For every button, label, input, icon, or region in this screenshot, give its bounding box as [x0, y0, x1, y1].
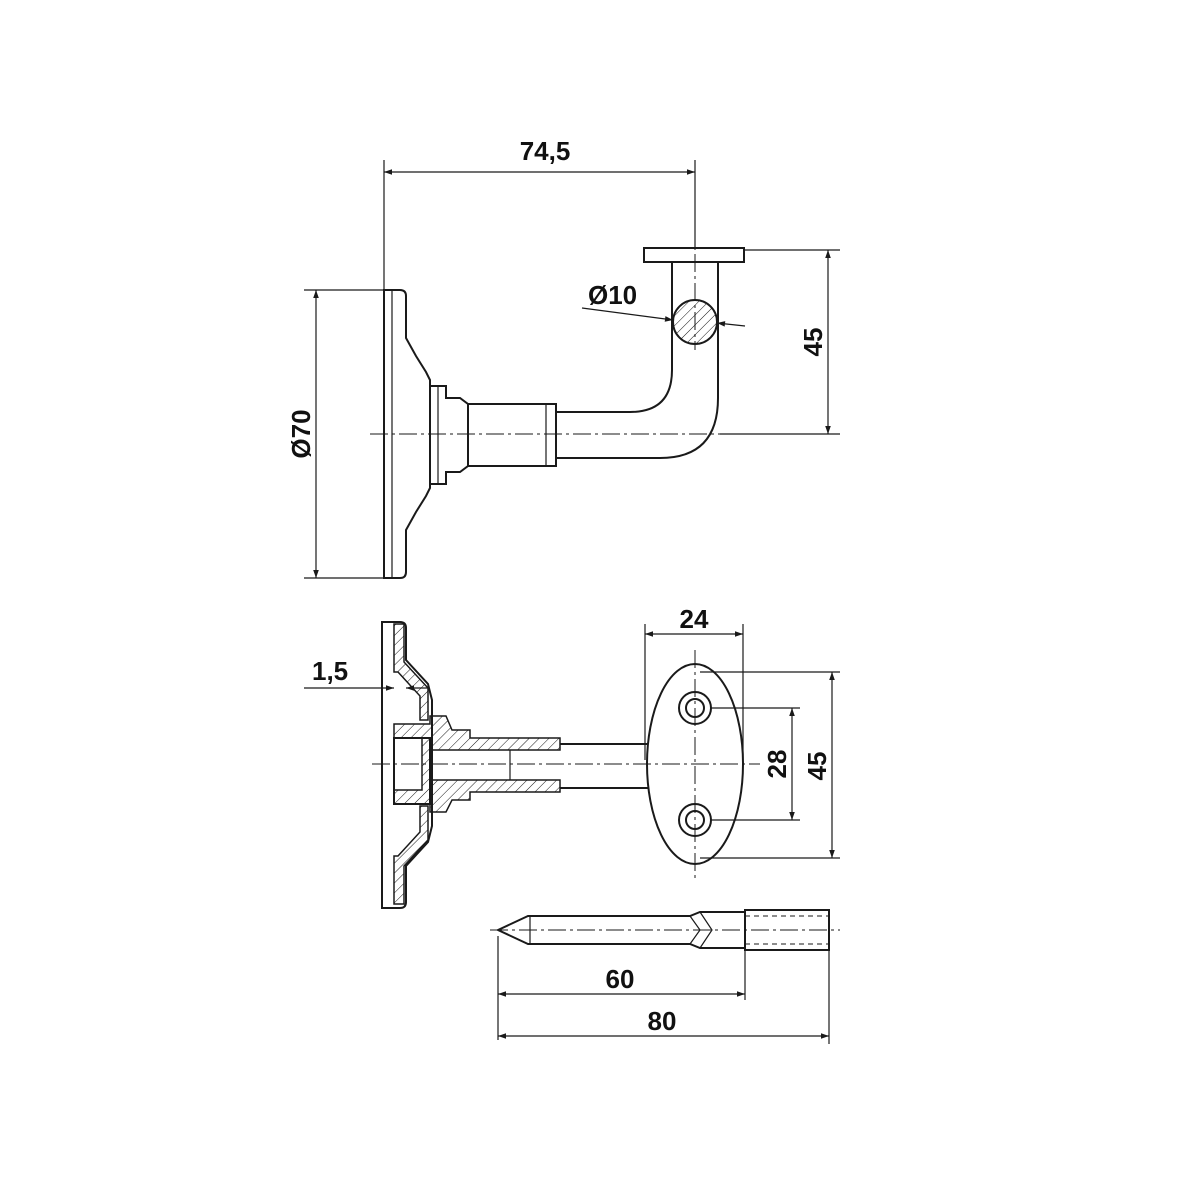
- dim-label-45-side: 45: [798, 328, 828, 357]
- dim-saddle-width: 24: [644, 604, 744, 760]
- dim-label-74-5: 74,5: [520, 136, 571, 166]
- dim-bracket-reach: 74,5: [383, 136, 696, 290]
- side-rod-outer: [556, 262, 673, 413]
- dim-hole-spacing: 28: [711, 707, 800, 821]
- section-rod: [560, 743, 652, 789]
- dim-screw-total: 80: [498, 950, 830, 1044]
- dim-label-45-saddle: 45: [802, 752, 832, 781]
- dim-label-80: 80: [648, 1006, 677, 1036]
- dim-screw-thread: 60: [497, 936, 746, 1040]
- dim-rose-diameter: Ø70: [286, 289, 384, 579]
- side-hub: [430, 385, 469, 485]
- side-rod-inner: [556, 262, 719, 459]
- dim-rail-diameter: Ø10: [581, 280, 746, 327]
- dim-label-60: 60: [606, 964, 635, 994]
- side-rose-plate: [383, 289, 431, 579]
- dim-bracket-height: 45: [720, 249, 840, 435]
- dim-saddle-length: 45: [700, 671, 840, 859]
- section-plate-hatch-bottom: [393, 805, 429, 905]
- dim-label-28: 28: [762, 750, 792, 779]
- dim-label-1-5: 1,5: [312, 656, 348, 686]
- section-plate-hatch-top: [393, 623, 429, 721]
- dim-label-o70: Ø70: [286, 409, 316, 458]
- dim-label-o10: Ø10: [588, 280, 637, 310]
- section-hub-bore: [393, 737, 431, 805]
- side-view: [370, 196, 826, 579]
- section-rose-plate: [381, 621, 433, 909]
- hanger-screw: [490, 909, 840, 951]
- dim-label-24: 24: [680, 604, 709, 634]
- side-saddle-plate: [643, 247, 745, 263]
- side-shank: [468, 403, 557, 467]
- dim-plate-thickness: 1,5: [304, 656, 428, 691]
- section-view: [372, 621, 760, 909]
